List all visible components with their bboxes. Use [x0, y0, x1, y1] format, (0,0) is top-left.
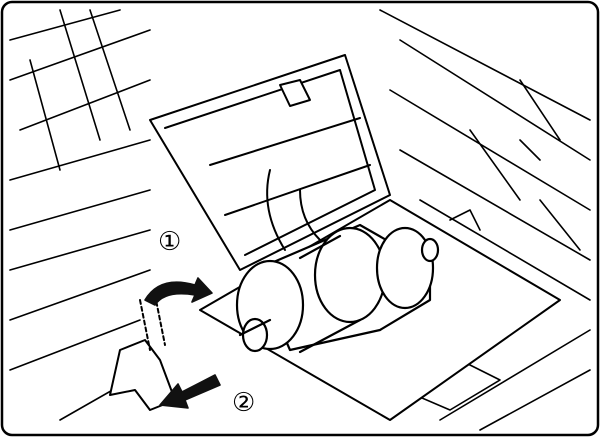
rotate-arrow-icon [144, 277, 213, 306]
slide-arrow-icon [159, 374, 221, 409]
open-flap [149, 54, 391, 271]
step-1-label: ① [158, 227, 182, 257]
pick-roller [235, 223, 440, 354]
step-2-label: ② [232, 388, 256, 418]
release-lever [109, 294, 176, 411]
